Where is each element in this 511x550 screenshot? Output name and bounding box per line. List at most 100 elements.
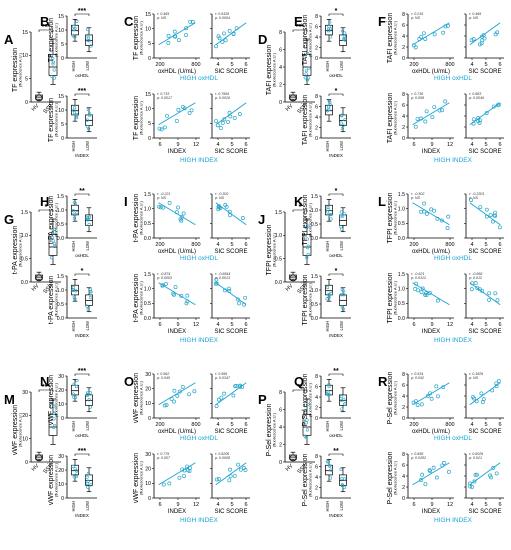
- scatter-point: [166, 33, 171, 38]
- scatter-point: [157, 126, 162, 131]
- panel-O-y0-tick-label: 0: [148, 416, 151, 422]
- low-point: [86, 36, 90, 40]
- panel-I-y0-tick-label: 0.0: [144, 236, 151, 242]
- x-tick-label: 9: [430, 322, 433, 328]
- low-point: [341, 123, 345, 127]
- high-point: [327, 99, 331, 103]
- scatter-point: [227, 213, 232, 218]
- high-point: [327, 383, 331, 387]
- regression-line: [215, 462, 247, 486]
- panel-D-y-tick-label: 8: [279, 30, 282, 36]
- panel-K-y0-tick-label: 0.5: [311, 222, 318, 228]
- high-point: [72, 395, 76, 399]
- panel-Q-0-significance: **: [333, 368, 339, 375]
- scatter-point: [482, 36, 487, 41]
- category-label: HIGH: [325, 241, 330, 251]
- low-point: [86, 107, 90, 112]
- panel-H-0-ylabel: t-PA expression: [48, 196, 55, 245]
- correlation-p: p: 0.0004: [214, 16, 230, 20]
- x-tick-label: 4: [470, 422, 473, 428]
- high-point: [72, 216, 77, 220]
- regression-line: [412, 102, 450, 126]
- scatter-point: [238, 467, 243, 472]
- ssp-point: [52, 417, 56, 421]
- x-tick-label: 800: [445, 62, 454, 68]
- low-point: [340, 483, 344, 488]
- scatter-point: [237, 112, 242, 117]
- low-point: [343, 402, 347, 406]
- high-point: [73, 202, 78, 206]
- scatter-point: [419, 478, 424, 482]
- panel-G-significance: *: [45, 204, 48, 211]
- scatter-point: [420, 472, 425, 477]
- low-point: [341, 29, 345, 33]
- regression-line: [412, 22, 450, 46]
- panel-O-y1-tick-label: 20: [145, 466, 151, 472]
- group-banner: HIGH INDEX: [180, 157, 219, 164]
- scatter-point: [429, 396, 434, 401]
- scatter-point: [443, 99, 448, 104]
- ssp-box-box: [302, 414, 312, 436]
- panel-Q-1-ylabel: P-Sel expression: [302, 453, 309, 506]
- panel-letter: G: [4, 212, 14, 227]
- x-tick-label: 5: [484, 502, 487, 508]
- panel-F-y1-tick-label: 0: [402, 136, 405, 142]
- correlation-r: r: -0.6844: [215, 272, 230, 276]
- low-point: [86, 307, 90, 311]
- high-point: [72, 212, 76, 217]
- panel-E-1-bracket: [328, 93, 344, 96]
- panel-H-0-ysublabel: (fluorescence A.U.): [54, 202, 59, 237]
- panel-E-y1-tick-label: 2: [315, 125, 318, 131]
- regression-line: [158, 382, 196, 406]
- category-label: LOW: [339, 321, 344, 331]
- ssp-point: [52, 425, 56, 429]
- panel-B-1-bracket: [74, 93, 90, 96]
- panel-H-y1-tick-label: 1.0: [57, 288, 64, 294]
- panel-B-y0-tick-label: 0: [61, 56, 64, 62]
- high-point: [329, 468, 333, 472]
- x-tick-label: 5: [484, 142, 487, 148]
- x-tick-label: 5: [230, 142, 233, 148]
- high-point: [73, 106, 77, 110]
- panel-I-0-ysublabel: (fluorescence A.U.): [139, 200, 144, 235]
- scatter-point: [430, 115, 435, 120]
- x-axis-label: oxHDL (U/mL): [412, 249, 450, 255]
- panel-letter: K: [294, 194, 304, 209]
- panel-I-1-ysublabel: (fluorescence A.U.): [139, 280, 144, 315]
- ssp-point: [305, 418, 309, 422]
- panel-G-y-tick-label: 0.5: [21, 256, 28, 262]
- x-tick-label: 6: [412, 322, 415, 328]
- scatter-point: [413, 124, 418, 129]
- x-tick-label: 9: [176, 142, 179, 148]
- panel-B-1-ysublabel: (fluorescence A.U.): [54, 102, 59, 137]
- high-point: [71, 464, 75, 469]
- correlation-r: r: 0.534: [411, 372, 423, 376]
- x-tick-label: 12: [193, 322, 199, 328]
- panel-C-y1-tick-label: 15: [145, 92, 151, 98]
- low-point: [342, 212, 347, 216]
- panel-F-y0-tick-label: 8: [402, 12, 405, 18]
- correlation-p: p: NS: [410, 196, 421, 200]
- low-point: [340, 126, 345, 131]
- correlation-p: p: 0.007: [156, 456, 171, 460]
- ssp-point: [304, 435, 308, 439]
- ssp-point: [305, 255, 309, 260]
- ssp-point: [49, 401, 53, 405]
- x-tick-label: 6: [498, 142, 501, 148]
- panel-O-y0-tick-label: 30: [145, 372, 151, 378]
- scatter-point: [434, 384, 439, 389]
- panel-R-y1-tick-label: 0: [402, 496, 405, 502]
- panel-H-y0-tick-label: 0.5: [57, 222, 64, 228]
- panel-H-y1-tick-label: 0.0: [57, 316, 64, 322]
- panel-letter: E: [294, 14, 303, 29]
- scatter-point: [214, 281, 219, 286]
- correlation-r: r: 0.736: [411, 92, 423, 96]
- x-tick-label: 4: [216, 62, 219, 68]
- x-tick-label: 12: [447, 502, 453, 508]
- correlation-r: r: -0.621: [411, 272, 424, 276]
- high-point: [73, 467, 77, 471]
- panel-letter: J: [258, 212, 265, 227]
- x-tick-label: 4: [470, 242, 473, 248]
- high-point: [328, 212, 332, 217]
